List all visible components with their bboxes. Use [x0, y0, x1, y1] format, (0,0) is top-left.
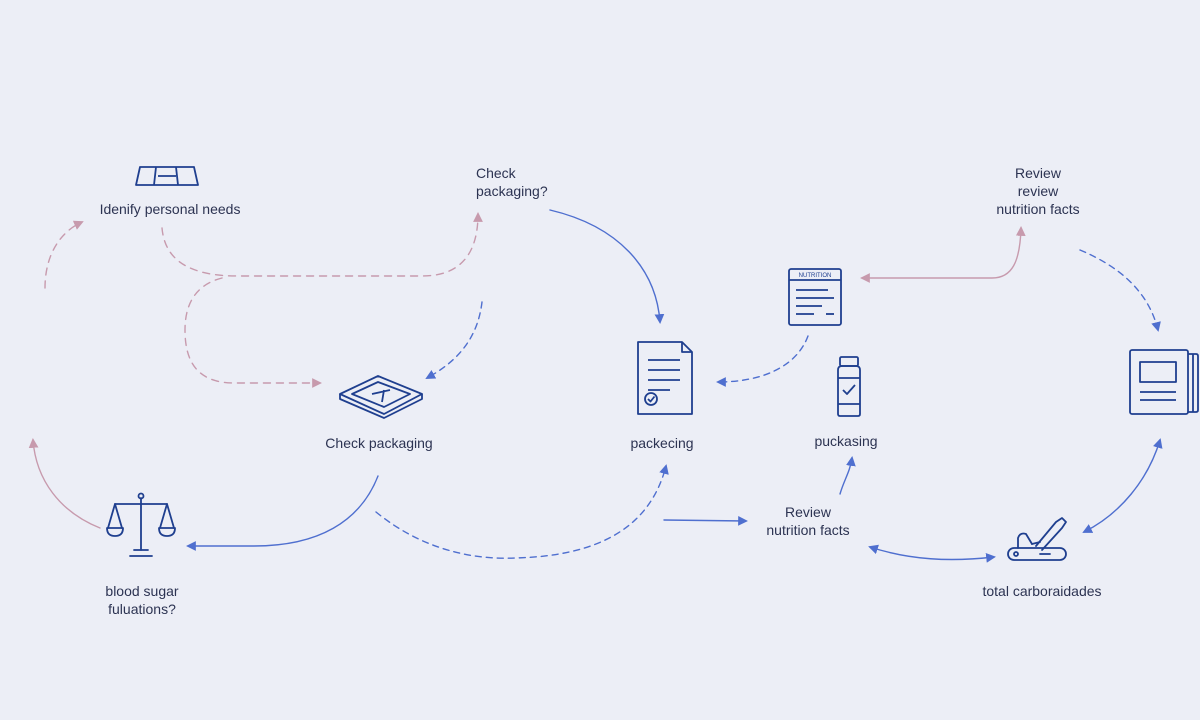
label-check-top: Check packaging? [476, 165, 548, 199]
label-blood-sugar: blood sugar fuluations? [105, 583, 179, 617]
arrow-left-up [44, 220, 84, 289]
nutrition-label-icon: NUTRITION [788, 268, 842, 326]
arrow-into-check-packaging [425, 301, 483, 379]
label-review-top: Review review nutrition facts [996, 165, 1080, 217]
arrow-review-to-book [1079, 249, 1161, 332]
svg-text:NUTRITION: NUTRITION [799, 273, 832, 279]
arrow-blood-sugar-up [28, 438, 101, 529]
arrow-review-mid-up [839, 456, 856, 495]
arrow-book-to-carbs [1082, 438, 1163, 533]
label-identify-needs: Idenify personal needs [99, 201, 241, 217]
pill-bottle-icon [834, 356, 864, 418]
arrow-to-review-mid [663, 516, 748, 526]
ruler-icon [134, 165, 200, 187]
arrow-check-packaging-to-blood-sugar [186, 475, 379, 551]
arrow-bottom-to-packecing [375, 464, 669, 559]
package-icon [338, 374, 424, 419]
document-check-icon [634, 340, 694, 416]
tools-icon [1006, 512, 1070, 564]
arrow-label-to-packecing [716, 335, 809, 387]
label-check-packaging: Check packaging [325, 435, 433, 451]
book-icon [1128, 348, 1200, 416]
arrow-identify-to-check-top [161, 212, 483, 277]
arrow-carbs-to-review-mid [868, 544, 996, 563]
arrow-check-top-to-packecing [549, 209, 665, 324]
label-total-carbs: total carboraidades [982, 583, 1102, 599]
arrow-label-to-review [860, 226, 1026, 283]
label-review-mid: Review nutrition facts [766, 504, 850, 538]
arrow-loop-to-check-packaging [184, 277, 322, 388]
label-packecing: packecing [630, 435, 694, 451]
label-pucksing: puckasing [814, 433, 878, 449]
scale-icon [106, 492, 176, 558]
